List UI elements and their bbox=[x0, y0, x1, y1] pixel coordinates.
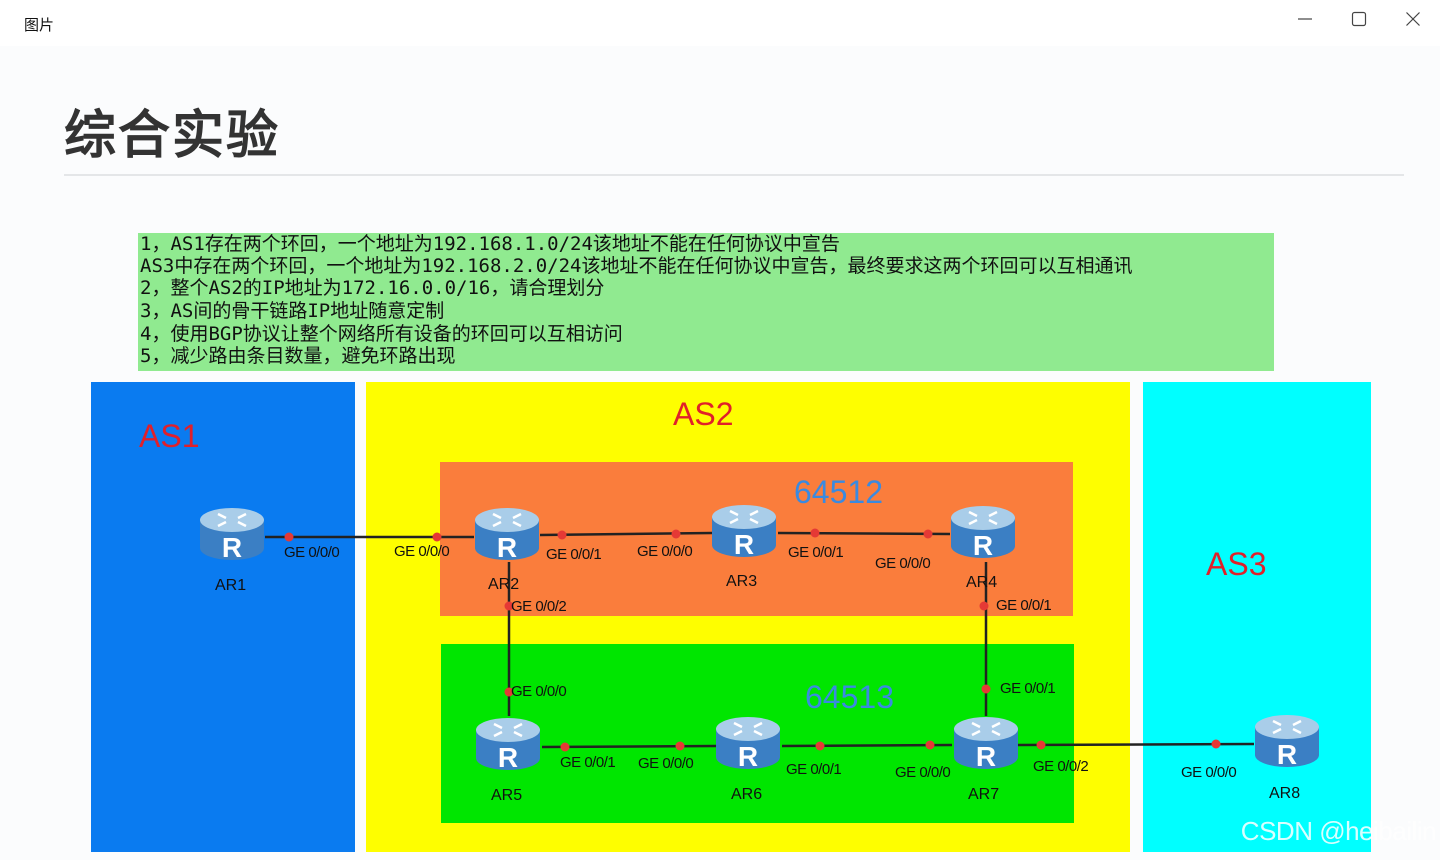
iface-ar2-g002: GE 0/0/2 bbox=[511, 598, 567, 615]
router-ar1[interactable]: R bbox=[196, 502, 268, 566]
port-dot bbox=[671, 529, 681, 539]
router-name-ar3: AR3 bbox=[726, 573, 758, 590]
port-dot bbox=[560, 742, 570, 752]
requirement-line: 5，减少路由条目数量，避免环路出现 bbox=[140, 345, 456, 367]
iface-ar5-g000: GE 0/0/0 bbox=[511, 683, 567, 700]
window-titlebar: 图片 bbox=[0, 0, 1440, 46]
iface-ar7-g002: GE 0/0/2 bbox=[1033, 758, 1089, 775]
port-dot bbox=[923, 529, 933, 539]
port-dot bbox=[1036, 740, 1046, 750]
iface-ar4-g000: GE 0/0/0 bbox=[875, 555, 931, 572]
iface-ar2-g000: GE 0/0/0 bbox=[394, 543, 450, 560]
link-ar5-ar6 bbox=[541, 744, 717, 749]
router-ar4[interactable]: R bbox=[947, 500, 1019, 564]
iface-ar1-g000: GE 0/0/0 bbox=[284, 544, 340, 561]
router-icon: R bbox=[1255, 715, 1319, 770]
router-name-ar4: AR4 bbox=[966, 574, 998, 591]
iface-ar6-g000: GE 0/0/0 bbox=[638, 755, 694, 772]
link-ar6-ar7 bbox=[781, 743, 953, 748]
subas-64512-label: 64512 bbox=[794, 474, 883, 510]
port-dot bbox=[815, 741, 825, 751]
requirement-line: AS3中存在两个环回，一个地址为192.168.2.0/24该地址不能在任何协议… bbox=[140, 255, 1133, 277]
link-ar3-ar4 bbox=[777, 531, 951, 536]
router-icon: R bbox=[951, 506, 1015, 561]
subas-64513-label: 64513 bbox=[805, 679, 894, 715]
watermark: CSDN @heibailin bbox=[1240, 816, 1437, 846]
port-dot bbox=[979, 601, 989, 611]
port-dot bbox=[810, 528, 820, 538]
close-icon bbox=[1406, 12, 1420, 26]
router-glyph: R bbox=[497, 532, 517, 563]
router-glyph: R bbox=[734, 529, 754, 560]
as1-label: AS1 bbox=[139, 418, 200, 454]
port-dot bbox=[504, 601, 514, 611]
port-dot bbox=[1211, 739, 1221, 749]
port-dot bbox=[504, 687, 514, 697]
router-icon: R bbox=[475, 508, 539, 563]
requirements-box: 1，AS1存在两个环回，一个地址为192.168.1.0/24该地址不能在任何协… bbox=[138, 233, 1274, 371]
router-ar2[interactable]: R bbox=[471, 502, 543, 566]
port-dot bbox=[675, 741, 685, 751]
as2-label: AS2 bbox=[673, 396, 734, 432]
minimize-button[interactable] bbox=[1278, 0, 1332, 38]
heading-divider bbox=[64, 174, 1404, 176]
iface-ar5-g001: GE 0/0/1 bbox=[560, 754, 616, 771]
router-icon: R bbox=[712, 505, 776, 560]
router-name-ar5: AR5 bbox=[491, 787, 523, 804]
router-name-ar8: AR8 bbox=[1269, 785, 1301, 802]
router-glyph: R bbox=[498, 742, 518, 773]
slide-heading: 综合实验 bbox=[64, 106, 281, 166]
requirement-line: 3，AS间的骨干链路IP地址随意定制 bbox=[140, 300, 445, 322]
minimize-icon bbox=[1298, 18, 1312, 20]
requirement-line: 2，整个AS2的IP地址为172.16.0.0/16，请合理划分 bbox=[140, 277, 605, 299]
iface-ar7-g001: GE 0/0/1 bbox=[1000, 680, 1056, 697]
router-ar7[interactable]: R bbox=[950, 711, 1022, 775]
iface-ar6-g001: GE 0/0/1 bbox=[786, 761, 842, 778]
requirement-line: 4，使用BGP协议让整个网络所有设备的环回可以互相访问 bbox=[140, 323, 623, 345]
router-glyph: R bbox=[976, 741, 996, 772]
router-name-ar7: AR7 bbox=[968, 786, 1000, 803]
router-name-ar6: AR6 bbox=[731, 786, 763, 803]
router-ar5[interactable]: R bbox=[472, 712, 544, 776]
router-ar8[interactable]: R bbox=[1251, 709, 1323, 773]
maximize-button[interactable] bbox=[1332, 0, 1386, 38]
iface-ar3-g001: GE 0/0/1 bbox=[788, 544, 844, 561]
router-icon: R bbox=[716, 717, 780, 772]
router-ar6[interactable]: R bbox=[712, 711, 784, 775]
router-icon: R bbox=[200, 508, 264, 563]
as3-region bbox=[1143, 382, 1371, 852]
router-name-ar2: AR2 bbox=[488, 576, 520, 593]
router-icon: R bbox=[954, 717, 1018, 772]
iface-ar2-g001: GE 0/0/1 bbox=[546, 546, 602, 563]
router-glyph: R bbox=[222, 532, 242, 563]
as3-label: AS3 bbox=[1206, 546, 1267, 582]
maximize-icon bbox=[1351, 11, 1367, 27]
router-glyph: R bbox=[1277, 739, 1297, 770]
link-ar2-ar3 bbox=[539, 531, 713, 537]
iface-ar8-g000: GE 0/0/0 bbox=[1181, 764, 1237, 781]
iface-ar3-g000: GE 0/0/0 bbox=[637, 543, 693, 560]
port-dot bbox=[557, 530, 567, 540]
port-dot bbox=[981, 684, 991, 694]
router-icon: R bbox=[476, 718, 540, 773]
router-glyph: R bbox=[738, 741, 758, 772]
iface-ar7-g000: GE 0/0/0 bbox=[895, 764, 951, 781]
close-button[interactable] bbox=[1386, 0, 1440, 38]
as1-region bbox=[91, 382, 355, 852]
iface-ar4-g001: GE 0/0/1 bbox=[996, 597, 1052, 614]
port-dot bbox=[432, 532, 442, 542]
router-ar3[interactable]: R bbox=[708, 499, 780, 563]
requirement-line: 1，AS1存在两个环回，一个地址为192.168.1.0/24该地址不能在任何协… bbox=[140, 233, 840, 255]
window-title: 图片 bbox=[24, 16, 55, 34]
router-name-ar1: AR1 bbox=[215, 577, 247, 594]
router-glyph: R bbox=[973, 530, 993, 561]
port-dot bbox=[284, 532, 294, 542]
port-dot bbox=[925, 740, 935, 750]
